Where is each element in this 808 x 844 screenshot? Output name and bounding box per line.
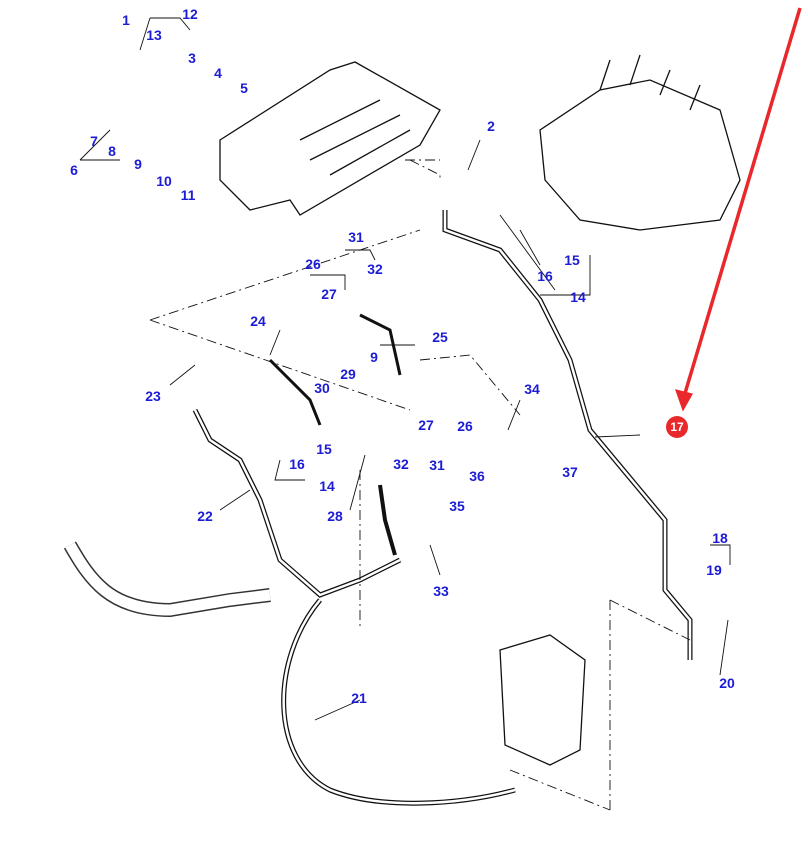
callout-6: 6 xyxy=(70,162,78,178)
callout-32: 32 xyxy=(367,261,383,277)
callout-27: 27 xyxy=(321,286,337,302)
callout-34: 34 xyxy=(524,381,540,397)
callout-3: 3 xyxy=(188,50,196,66)
callout-7: 7 xyxy=(90,133,98,149)
callout-9: 9 xyxy=(134,156,142,172)
callout-18: 18 xyxy=(712,530,728,546)
hose-21 xyxy=(281,598,516,806)
callout-16: 16 xyxy=(537,268,553,284)
hose-28 xyxy=(378,484,397,556)
callout-37: 37 xyxy=(562,464,578,480)
callout-19: 19 xyxy=(706,562,722,578)
callout-13: 13 xyxy=(146,27,162,43)
callout-33: 33 xyxy=(433,583,449,599)
callout-35: 35 xyxy=(449,498,465,514)
callout-28: 28 xyxy=(327,508,343,524)
red-arrow xyxy=(681,7,802,401)
callout-16b: 16 xyxy=(289,456,305,472)
callout-1: 1 xyxy=(122,12,130,28)
callout-21: 21 xyxy=(351,690,367,706)
callout-11: 11 xyxy=(180,187,196,203)
callout-27b: 27 xyxy=(418,417,434,433)
callout-22: 22 xyxy=(197,508,213,524)
pipe-17 xyxy=(442,210,693,660)
callout-24: 24 xyxy=(250,313,266,329)
highlight-badge-17[interactable]: 17 xyxy=(666,416,688,438)
callout-25: 25 xyxy=(432,329,448,345)
callout-15: 15 xyxy=(564,252,580,268)
lower-valve xyxy=(499,634,586,766)
callout-26: 26 xyxy=(305,256,321,272)
callout-32b: 32 xyxy=(393,456,409,472)
callout-30: 30 xyxy=(314,380,330,396)
callout-31: 31 xyxy=(348,229,364,245)
callout-5: 5 xyxy=(240,80,248,96)
callout-26b: 26 xyxy=(457,418,473,434)
mounting-plate xyxy=(219,61,441,216)
pipe-22 xyxy=(192,408,402,598)
callout-2: 2 xyxy=(487,118,495,134)
callout-20: 20 xyxy=(719,675,735,691)
valve-block xyxy=(539,79,741,231)
callout-14b: 14 xyxy=(319,478,335,494)
callout-36: 36 xyxy=(469,468,485,484)
callout-15b: 15 xyxy=(316,441,332,457)
callout-10: 10 xyxy=(156,173,172,189)
callout-12: 12 xyxy=(182,6,198,22)
callout-29: 29 xyxy=(340,366,356,382)
callout-31b: 31 xyxy=(429,457,445,473)
callout-8: 8 xyxy=(108,143,116,159)
callout-14: 14 xyxy=(570,289,586,305)
callout-9b: 9 xyxy=(370,349,378,365)
callout-4: 4 xyxy=(214,65,222,81)
callout-23: 23 xyxy=(145,388,161,404)
